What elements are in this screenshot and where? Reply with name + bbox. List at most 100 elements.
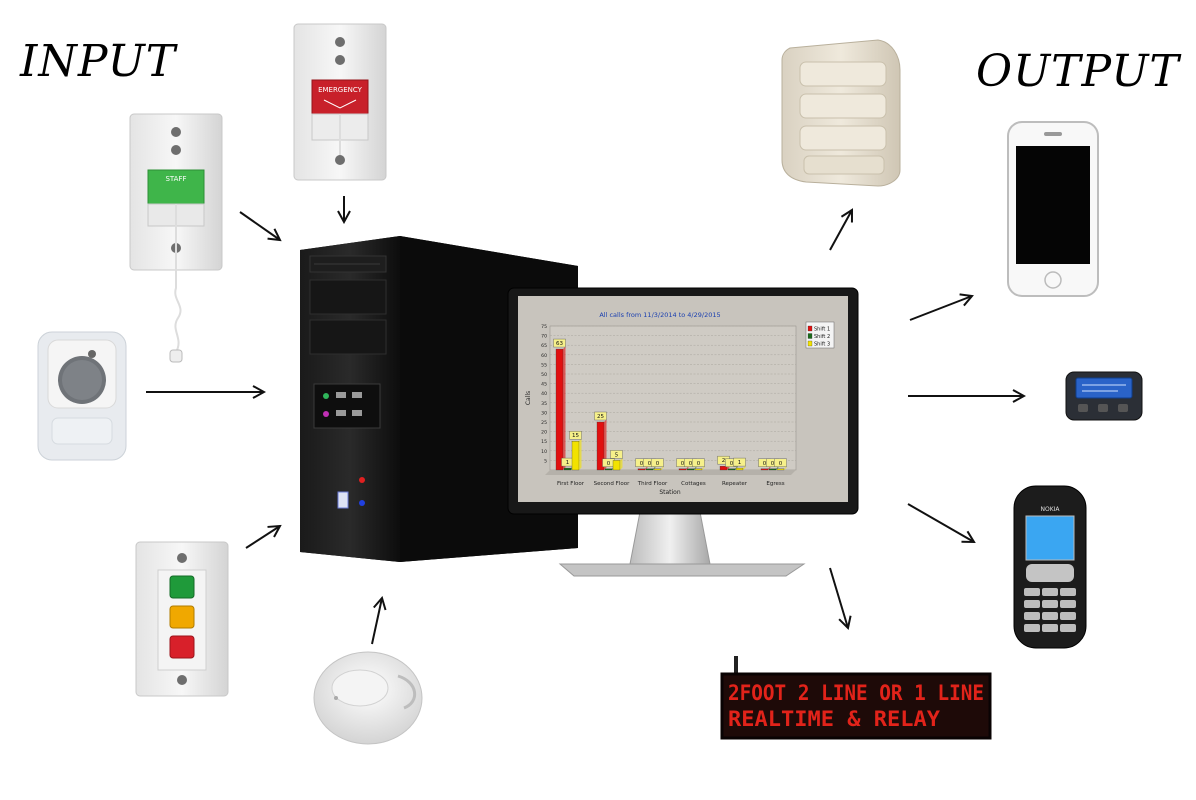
chart-legend-entry: Shift 3 [814,342,830,348]
chart-legend-swatch [807,325,813,332]
chart-bar [555,348,564,471]
chart-category-label: Second Floor [594,481,630,487]
cell-phone-icon: NOKIA [1013,485,1087,649]
chart-data-label-box [692,458,705,467]
chart-bar [645,468,654,471]
chart-ytick-label: 45 [541,382,547,388]
chart-bar [563,467,572,471]
chart-ytick-label: 55 [541,362,547,368]
chart-bar [735,467,744,471]
arrow-pc-to-smartphone [909,296,972,321]
chart-data-label-box [569,431,582,440]
smartphone-icon [1007,121,1099,297]
chart-bar-side [645,466,648,470]
chart-category-label: Egress [766,481,784,487]
chart-ytick-label: 25 [541,420,547,426]
led-sign-line2: REALTIME & RELAY [728,707,940,731]
chart-title: All calls from 11/3/2014 to 4/29/2015 [599,311,720,319]
three-light-panel-icon [135,541,229,697]
chart-legend-entry: Shift 1 [814,327,830,333]
led-sign-icon: 2FOOT 2 LINE OR 1 LINE REALTIME & RELAY [720,656,992,740]
chart-bar-side [686,466,689,470]
chart-ytick-label: 20 [541,430,547,436]
chart-bar [776,468,785,471]
chart-ytick-label: 65 [541,343,547,349]
chart-bar-side [579,438,582,470]
chart-data-label-box [610,450,623,459]
chart-floor [545,470,796,475]
chart-data-label: 15 [572,433,579,439]
chart-bar [612,460,621,471]
arrow-pc-to-motion [829,210,852,251]
staff-label: STAFF [165,175,186,183]
chart-ytick-label: 70 [541,334,547,340]
emergency-label: EMERGENCY [318,86,363,94]
output-heading: OUTPUT [976,46,1182,97]
chart-data-label: 5 [615,452,619,458]
arrow-smoke-to-pc [371,598,382,645]
chart-bar [686,468,695,471]
chart-bar [760,468,769,471]
chart-category-label: Repeater [722,481,748,487]
chart-data-label: 0 [771,461,775,467]
chart-plot-area [549,325,797,471]
smoke-detector-icon [313,651,423,745]
chart-bar-side [604,419,607,470]
chart-bar-side [620,457,623,470]
chart-ytick-label: 10 [541,449,547,455]
chart-bar-side [563,346,566,470]
chart-bar-side [768,466,771,470]
motion-sensor-icon [781,39,901,187]
chart-bar [694,468,703,471]
chart-category-label: Third Floor [637,481,668,487]
chart-bar [604,468,613,471]
chart-data-label: 0 [640,461,644,467]
chart-bar [678,468,687,471]
chart-ylabel: Calls [525,391,532,405]
chart-legend-swatch [807,333,813,339]
chart-ytick-label: 60 [541,353,547,359]
chart-data-label-box [733,457,746,467]
emergency-pull-station-icon: EMERGENCY [293,23,387,181]
chart-bar [768,468,777,471]
chart-ytick-label: 75 [541,324,547,330]
chart-data-label: 25 [597,414,604,420]
chart-data-label-box [774,458,787,467]
chart-bar-side [784,466,787,470]
chart-legend-entry: Shift 2 [814,334,830,340]
led-sign-line1: 2FOOT 2 LINE OR 1 LINE [728,681,984,705]
arrow-staff-to-pc [239,211,280,240]
chart-category-label: Cottages [681,481,706,487]
chart-bar-side [702,466,705,470]
chart-data-label-box [651,458,664,467]
chart-legend-swatch [807,340,813,347]
chart-data-label: 2 [722,458,726,464]
chart-data-label: 0 [689,461,693,467]
chart-data-label: 1 [738,460,742,466]
chart-data-label-box [594,411,607,421]
chart-data-label: 0 [779,461,783,467]
chart-bar [727,468,736,471]
chart-data-label: 0 [656,461,660,467]
chart-bar [571,441,580,471]
chart-category-label: First Floor [557,481,585,487]
chart-ytick-label: 50 [541,372,547,378]
phone-brand: NOKIA [1040,506,1060,513]
chart-data-label-box [553,338,566,348]
chart-ytick-label: 40 [541,391,547,397]
input-heading: INPUT [19,36,179,87]
chart-data-label: 1 [566,460,570,466]
chart-data-label: 0 [607,461,611,467]
chart-ytick-label: 5 [544,458,547,464]
chart-data-label: 0 [648,461,652,467]
chart-bar-side [776,466,779,470]
calls-bar-chart: All calls from 11/3/2014 to 4/29/2015 Ca… [525,311,835,496]
chart-xlabel: Station [659,489,681,496]
chart-bar-side [661,466,664,470]
pendant-button-icon [37,331,127,461]
chart-bar-side [694,466,697,470]
arrow-pc-to-cellphone [907,503,974,542]
arrow-lights-to-pc [245,526,280,549]
chart-ytick-label: 15 [541,439,547,445]
